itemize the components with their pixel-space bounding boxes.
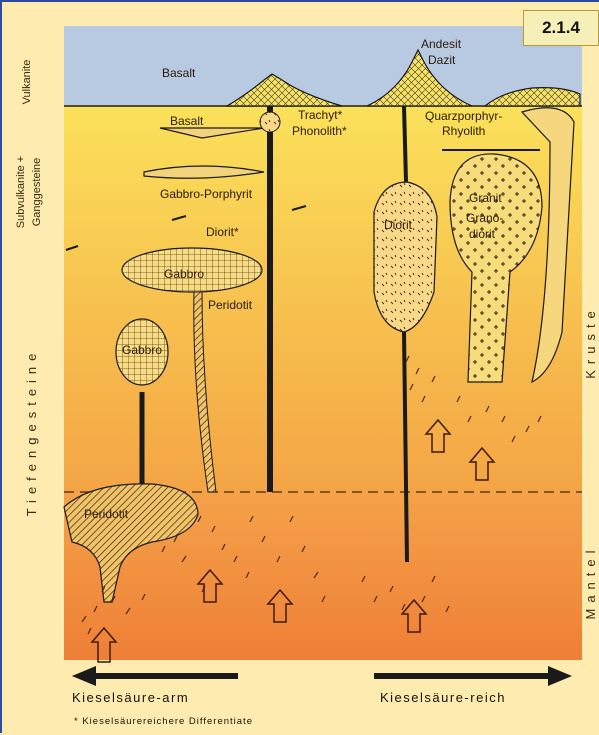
label-phonolith: Phonolith* [292, 124, 347, 138]
label-diorit-body: Diorit [384, 218, 413, 232]
side-mantel: Mantel [583, 544, 598, 619]
arrow-right-head [548, 666, 572, 686]
footnote: * Kieselsäurereichere Differentiate [74, 716, 253, 727]
label-kieselsaeure-reich: Kieselsäure-reich [380, 690, 506, 705]
side-ganggesteine: Ganggesteine [31, 158, 43, 227]
side-subvulkanite: Subvulkanite + [15, 156, 27, 228]
label-granodiorit-2: diorit [469, 227, 496, 241]
label-rhyolith: Rhyolith [442, 124, 485, 138]
label-gabbro-mid: Gabbro [164, 267, 204, 281]
side-tiefengesteine: Tiefengesteine [24, 348, 39, 517]
label-basalt-volcano: Basalt [162, 66, 196, 80]
label-granodiorit-1: Grano- [466, 211, 503, 225]
label-quarzporphyr: Quarzporphyr- [425, 109, 502, 123]
arrow-right-shaft [374, 673, 550, 679]
side-kruste: Kruste [583, 305, 598, 379]
label-kieselsaeure-arm: Kieselsäure-arm [72, 690, 189, 705]
arrow-left-head [72, 666, 96, 686]
section-badge: 2.1.4 [523, 10, 599, 46]
label-gabbro-porphyrit: Gabbro-Porphyrit [160, 187, 253, 201]
label-peridotit-low: Peridotit [84, 507, 129, 521]
label-diorit-star: Diorit* [206, 225, 239, 239]
arrow-left-shaft [94, 673, 238, 679]
label-andesit: Andesit [421, 37, 462, 51]
label-trachyt: Trachyt* [298, 108, 343, 122]
label-dazit: Dazit [428, 53, 456, 67]
label-gabbro-small: Gabbro [122, 343, 162, 357]
side-vulkanite: Vulkanite [21, 60, 33, 105]
label-peridotit-mid: Peridotit [208, 298, 253, 312]
trachyt-chamber [260, 112, 280, 132]
label-basalt-sill: Basalt [170, 114, 204, 128]
atmosphere-zone [64, 26, 582, 106]
label-granit: Granit [469, 191, 502, 205]
